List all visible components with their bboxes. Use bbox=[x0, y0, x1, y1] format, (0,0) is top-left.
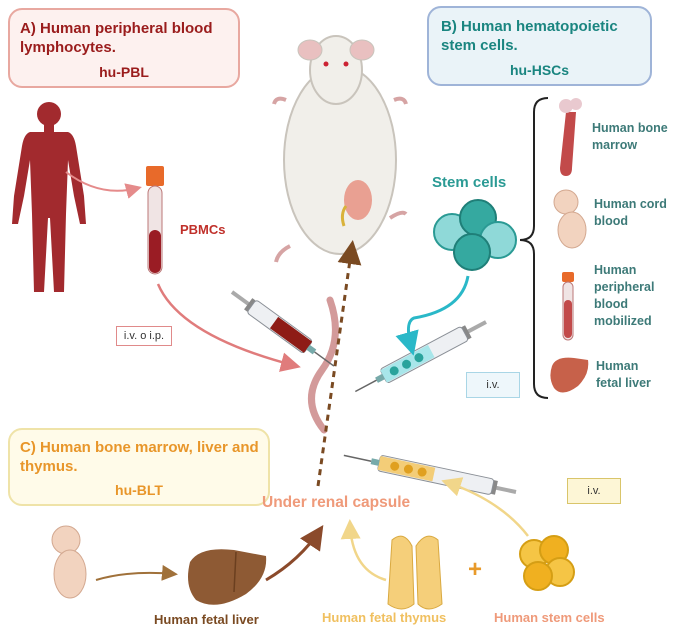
pbmcs-label: PBMCs bbox=[180, 222, 226, 237]
panel-c-box: C) Human bone marrow, liver and thymus. … bbox=[8, 428, 270, 506]
blood-vial-icon bbox=[562, 272, 574, 341]
thymus-icon bbox=[387, 535, 443, 610]
panel-a-title: A) Human peripheral blood lymphocytes. bbox=[20, 20, 213, 56]
source-bone-marrow: Human bone marrow bbox=[592, 121, 668, 152]
fetal-thymus-label: Human fetal thymus bbox=[322, 610, 447, 625]
route-pbl-tag: i.v. o i.p. bbox=[116, 326, 172, 346]
kidney-icon bbox=[344, 180, 372, 220]
arrow-stem-to-syringe bbox=[395, 275, 470, 356]
plus-sign: + bbox=[468, 556, 483, 583]
stem-cells-label: Stem cells bbox=[432, 174, 507, 191]
arrow-liver-to-capsule bbox=[265, 525, 324, 582]
panel-a-box: A) Human peripheral blood lymphocytes. h… bbox=[8, 8, 240, 88]
arrow-tube-to-syringe bbox=[156, 283, 301, 372]
fetus-icon bbox=[553, 189, 587, 249]
brace bbox=[519, 97, 549, 399]
syringe-pbl-icon bbox=[230, 290, 335, 367]
arrow-to-kidney bbox=[316, 240, 362, 487]
liver-icon bbox=[550, 357, 589, 393]
bone-icon bbox=[559, 98, 582, 176]
stem-cells-cluster-icon bbox=[433, 199, 517, 271]
route-hsc-tag: i.v. bbox=[466, 372, 520, 398]
panel-c-subtitle: hu-BLT bbox=[115, 482, 163, 498]
panel-b-title: B) Human hematopoietic stem cells. bbox=[441, 18, 618, 54]
syringe-hsc-icon bbox=[354, 320, 487, 393]
syringe-blt-icon bbox=[343, 454, 517, 495]
arrow-thymus-to-capsule bbox=[340, 519, 387, 582]
stem-cells-c-label: Human stem cells bbox=[494, 610, 605, 625]
panel-b-subtitle: hu-HSCs bbox=[509, 62, 570, 78]
source-cord-blood: Human cord blood bbox=[594, 197, 667, 228]
source-peripheral-blood: Human peripheral blood mobilized bbox=[594, 263, 655, 328]
liver-c-icon bbox=[188, 549, 267, 605]
mouse-icon bbox=[272, 35, 408, 434]
fetal-liver-c-label: Human fetal liver bbox=[154, 612, 259, 627]
route-blt-tag: i.v. bbox=[567, 478, 621, 504]
panel-c-title: C) Human bone marrow, liver and thymus. bbox=[20, 439, 259, 475]
stem-cells-c-icon bbox=[519, 535, 575, 591]
panel-b-box: B) Human hematopoietic stem cells. hu-HS… bbox=[427, 6, 652, 86]
under-renal-capsule-label: Under renal capsule bbox=[262, 494, 411, 511]
arrow-fetus-to-liver bbox=[95, 564, 178, 581]
fetus-c-icon bbox=[51, 525, 87, 599]
source-fetal-liver: Human fetal liver bbox=[596, 359, 651, 390]
arrow-body-to-tube bbox=[65, 171, 142, 199]
panel-a-subtitle: hu-PBL bbox=[99, 64, 149, 80]
blood-tube-icon bbox=[146, 166, 164, 275]
human-body-icon bbox=[12, 102, 86, 292]
arrow-stem-to-syringe-c bbox=[441, 477, 529, 537]
